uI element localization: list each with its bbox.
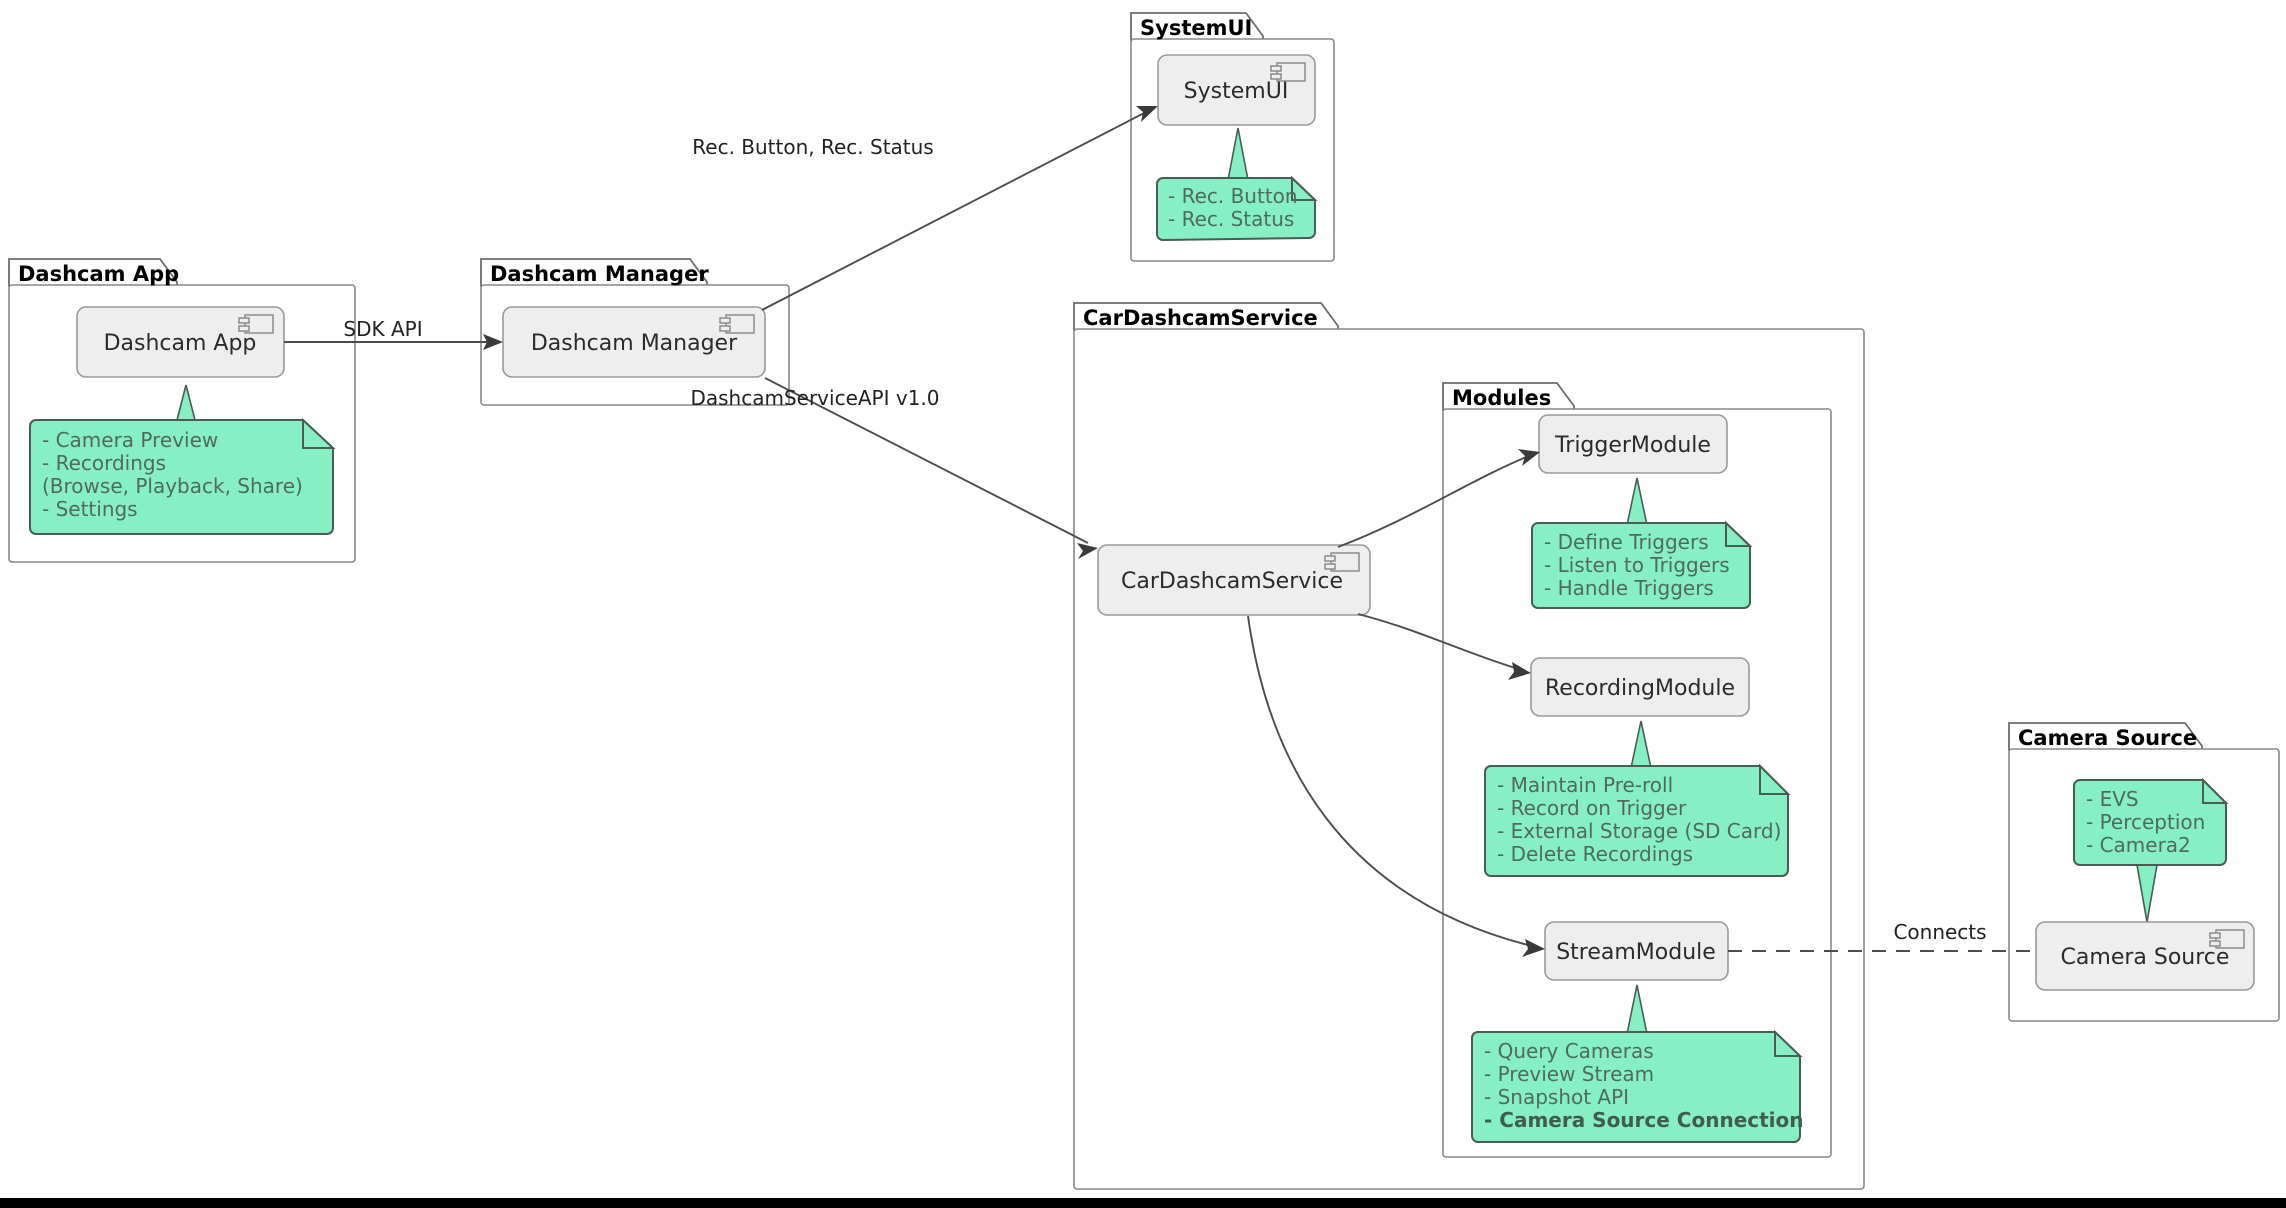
component-triggermodule[interactable]: TriggerModule (1538, 414, 1728, 474)
package-title-cardashcamservice: CarDashcamService (1083, 306, 1318, 330)
note-line: - Camera Preview (42, 428, 218, 452)
note-line: - Preview Stream (1484, 1062, 1654, 1086)
note-camera-source: - EVS - Perception - Camera2 (2073, 777, 2229, 866)
component-dashcam-manager[interactable]: Dashcam Manager (502, 306, 766, 378)
package-tab-systemui (1130, 12, 1264, 41)
package-tab-modules (1442, 382, 1575, 411)
component-camera-source[interactable]: Camera Source (2035, 921, 2255, 991)
edge-to-recordingmodule (1357, 613, 1531, 680)
component-cardashcamservice[interactable]: CarDashcamService (1097, 544, 1371, 616)
note-recordingmodule: - Maintain Pre-roll - Record on Trigger … (1484, 763, 1791, 877)
note-line: - Query Cameras (1484, 1039, 1654, 1063)
component-label: Dashcam App (104, 331, 257, 356)
note-line: - Recordings (42, 451, 166, 475)
component-label: CarDashcamService (1121, 569, 1343, 594)
edge-label-dashcamserviceapi: DashcamServiceAPI v1.0 (690, 386, 939, 410)
component-stereotype-icon (2209, 929, 2245, 949)
note-line: - Snapshot API (1484, 1085, 1629, 1109)
package-title-dashcam-manager: Dashcam Manager (490, 262, 709, 286)
edge-to-triggermodule (1337, 449, 1540, 548)
component-dashcam-app[interactable]: Dashcam App (76, 306, 285, 378)
note-line: - Listen to Triggers (1544, 553, 1730, 577)
package-camera-source: Camera Source - EVS - Perception - Camer… (2008, 722, 2280, 1022)
edge-sdk-api: SDK API (284, 317, 503, 350)
package-tab-dashcam-app (8, 258, 178, 287)
edge-connects: Connects (1728, 920, 2036, 952)
package-tab-camera-source (2008, 722, 2203, 751)
note-line: - Rec. Button (1168, 184, 1298, 208)
component-stereotype-icon (1270, 62, 1306, 82)
note-triggermodule: - Define Triggers - Listen to Triggers -… (1531, 520, 1753, 609)
component-label: StreamModule (1556, 940, 1716, 965)
component-label: RecordingModule (1545, 676, 1735, 701)
note-line: (Browse, Playback, Share) (42, 474, 303, 498)
component-label: Dashcam Manager (531, 331, 738, 356)
note-line: - External Storage (SD Card) (1497, 819, 1781, 843)
bottom-edge-strip (0, 1198, 2286, 1208)
edge-label-rec-button-status: Rec. Button, Rec. Status (692, 135, 933, 159)
note-systemui: - Rec. Button - Rec. Status (1156, 175, 1318, 242)
note-streammodule: - Query Cameras - Preview Stream - Snaps… (1471, 1029, 1804, 1143)
package-tab-cardashcamservice (1073, 302, 1339, 331)
edge-label-connects: Connects (1893, 920, 1986, 944)
package-title-camera-source: Camera Source (2018, 726, 2197, 750)
note-line: - Define Triggers (1544, 530, 1709, 554)
package-cardashcamservice: CarDashcamService Modules - Define Trigg… (1073, 302, 1865, 1190)
component-stereotype-icon (238, 314, 274, 334)
component-label: TriggerModule (1554, 433, 1711, 458)
note-line: - Maintain Pre-roll (1497, 773, 1673, 797)
edge-label-sdk-api: SDK API (343, 317, 422, 341)
note-line: - EVS (2086, 787, 2139, 811)
component-stereotype-icon (719, 314, 755, 334)
note-line: - Perception (2086, 810, 2205, 834)
component-recordingmodule[interactable]: RecordingModule (1530, 657, 1750, 717)
package-dashcam-app: Dashcam App - Camera Preview - Recording… (8, 258, 356, 563)
edge-to-streammodule (1247, 615, 1545, 957)
component-label: Camera Source (2061, 945, 2230, 970)
note-line: - Camera2 (2086, 833, 2191, 857)
component-systemui[interactable]: SystemUI (1157, 54, 1316, 126)
note-line: - Rec. Status (1168, 207, 1294, 231)
package-title-systemui: SystemUI (1140, 16, 1252, 40)
note-line: - Delete Recordings (1497, 842, 1693, 866)
package-tab-dashcam-manager (480, 258, 708, 287)
package-systemui: SystemUI - Rec. Button - Rec. Status Sys… (1130, 12, 1335, 262)
note-line: - Settings (42, 497, 138, 521)
note-line: - Camera Source Connection (1484, 1108, 1804, 1132)
package-modules: Modules - Define Triggers - Listen to Tr… (1442, 382, 1832, 1158)
component-streammodule[interactable]: StreamModule (1544, 921, 1729, 981)
component-stereotype-icon (1324, 552, 1360, 572)
edge-rec-button-status: Rec. Button, Rec. Status (692, 106, 1158, 311)
component-label: SystemUI (1184, 79, 1289, 104)
note-line: - Record on Trigger (1497, 796, 1687, 820)
package-title-modules: Modules (1452, 386, 1551, 410)
package-dashcam-manager: Dashcam Manager Dashcam Manager (480, 258, 790, 406)
edge-dashcamserviceapi: DashcamServiceAPI v1.0 (690, 377, 1098, 559)
note-dashcam-app: - Camera Preview - Recordings (Browse, P… (29, 417, 336, 535)
note-line: - Handle Triggers (1544, 576, 1714, 600)
package-title-dashcam-app: Dashcam App (18, 262, 179, 286)
